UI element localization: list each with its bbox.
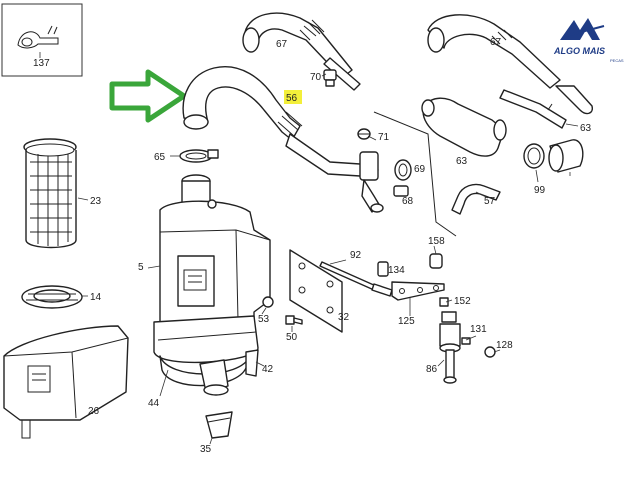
part-152-screw: 152 xyxy=(439,296,471,307)
leader-lines xyxy=(77,73,501,367)
callout-131: 131 xyxy=(470,324,487,335)
part-86-sensor: 86 xyxy=(426,311,461,384)
callout-63-top: 63 xyxy=(580,123,592,134)
part-71-clip: 71 xyxy=(357,128,390,143)
callout-70: 70 xyxy=(310,72,322,83)
part-134-grommet: 134 xyxy=(377,261,405,277)
part-99-clamp: 99 xyxy=(523,143,546,196)
part-42-clip: 42 xyxy=(245,349,274,377)
part-131-washer: 131 xyxy=(461,324,487,345)
part-158-cap: 158 xyxy=(428,236,445,269)
part-68-connector: 68 xyxy=(393,185,414,207)
callout-23: 23 xyxy=(90,196,102,207)
part-53-nut: 53 xyxy=(258,296,274,325)
callout-5: 5 xyxy=(138,262,144,273)
part-67-hose-upper: 67 xyxy=(242,12,361,91)
part-5-air-filter-housing: 5 xyxy=(138,174,271,387)
part-92-rod: 92 xyxy=(319,250,393,297)
callout-67-left: 67 xyxy=(276,39,288,50)
callout-14: 14 xyxy=(90,292,102,303)
part-125-mount-strip: 125 xyxy=(391,281,445,327)
part-69-clamp: 69 xyxy=(394,159,426,181)
brand-tagline: PECAS xyxy=(610,58,624,63)
part-137-clamp-inset: 137 xyxy=(1,3,83,77)
part-14-gasket: 14 xyxy=(21,285,102,309)
part-56-air-hose: 56 xyxy=(182,66,384,213)
callout-32: 32 xyxy=(338,312,350,323)
part-63-elbow-hose: 63 xyxy=(421,97,507,167)
part-96-sleeve xyxy=(548,139,584,176)
callout-26: 26 xyxy=(88,406,100,417)
callout-158: 158 xyxy=(428,236,445,247)
callout-86: 86 xyxy=(426,364,438,375)
callout-56: 56 xyxy=(286,93,298,104)
part-35-valve: 35 xyxy=(200,411,233,455)
part-26-lower-housing: 26 xyxy=(3,325,129,439)
part-50-bolt: 50 xyxy=(285,315,303,343)
green-arrow-icon xyxy=(109,69,187,123)
callout-35: 35 xyxy=(200,444,212,455)
bracket-outline xyxy=(373,111,457,237)
callout-42: 42 xyxy=(262,364,274,375)
callout-137: 137 xyxy=(33,58,50,69)
callout-99: 99 xyxy=(534,185,546,196)
brand-logo: ALGO MAIS PECAS xyxy=(553,18,624,63)
callout-44: 44 xyxy=(148,398,160,409)
part-32-bracket: 32 xyxy=(289,249,350,333)
part-67-hose-right: 67 xyxy=(427,14,594,115)
callout-71: 71 xyxy=(378,132,390,143)
part-128-nut: 128 xyxy=(484,340,513,358)
callout-69: 69 xyxy=(414,164,426,175)
highlight-56 xyxy=(284,90,302,104)
callout-68: 68 xyxy=(402,196,414,207)
callout-67-right: 67 xyxy=(490,37,502,48)
part-63-hose-small: 63 xyxy=(499,89,592,134)
callout-57: 57 xyxy=(484,196,496,207)
part-70-fitting: 70 xyxy=(310,69,337,87)
part-23-filter-element: 23 xyxy=(23,138,102,249)
callout-65: 65 xyxy=(154,152,166,163)
callout-92: 92 xyxy=(350,250,362,261)
callout-152: 152 xyxy=(454,296,471,307)
callout-53: 53 xyxy=(258,314,270,325)
brand-name: ALGO MAIS xyxy=(553,46,605,56)
part-65-clamp: 65 xyxy=(154,149,219,163)
callout-128: 128 xyxy=(496,340,513,351)
callout-134: 134 xyxy=(388,265,405,276)
callout-63-mid: 63 xyxy=(456,156,468,167)
callout-50: 50 xyxy=(286,332,298,343)
part-44-outlet: 44 xyxy=(148,359,229,409)
part-57-hose: 57 xyxy=(451,183,501,215)
callout-125: 125 xyxy=(398,316,415,327)
